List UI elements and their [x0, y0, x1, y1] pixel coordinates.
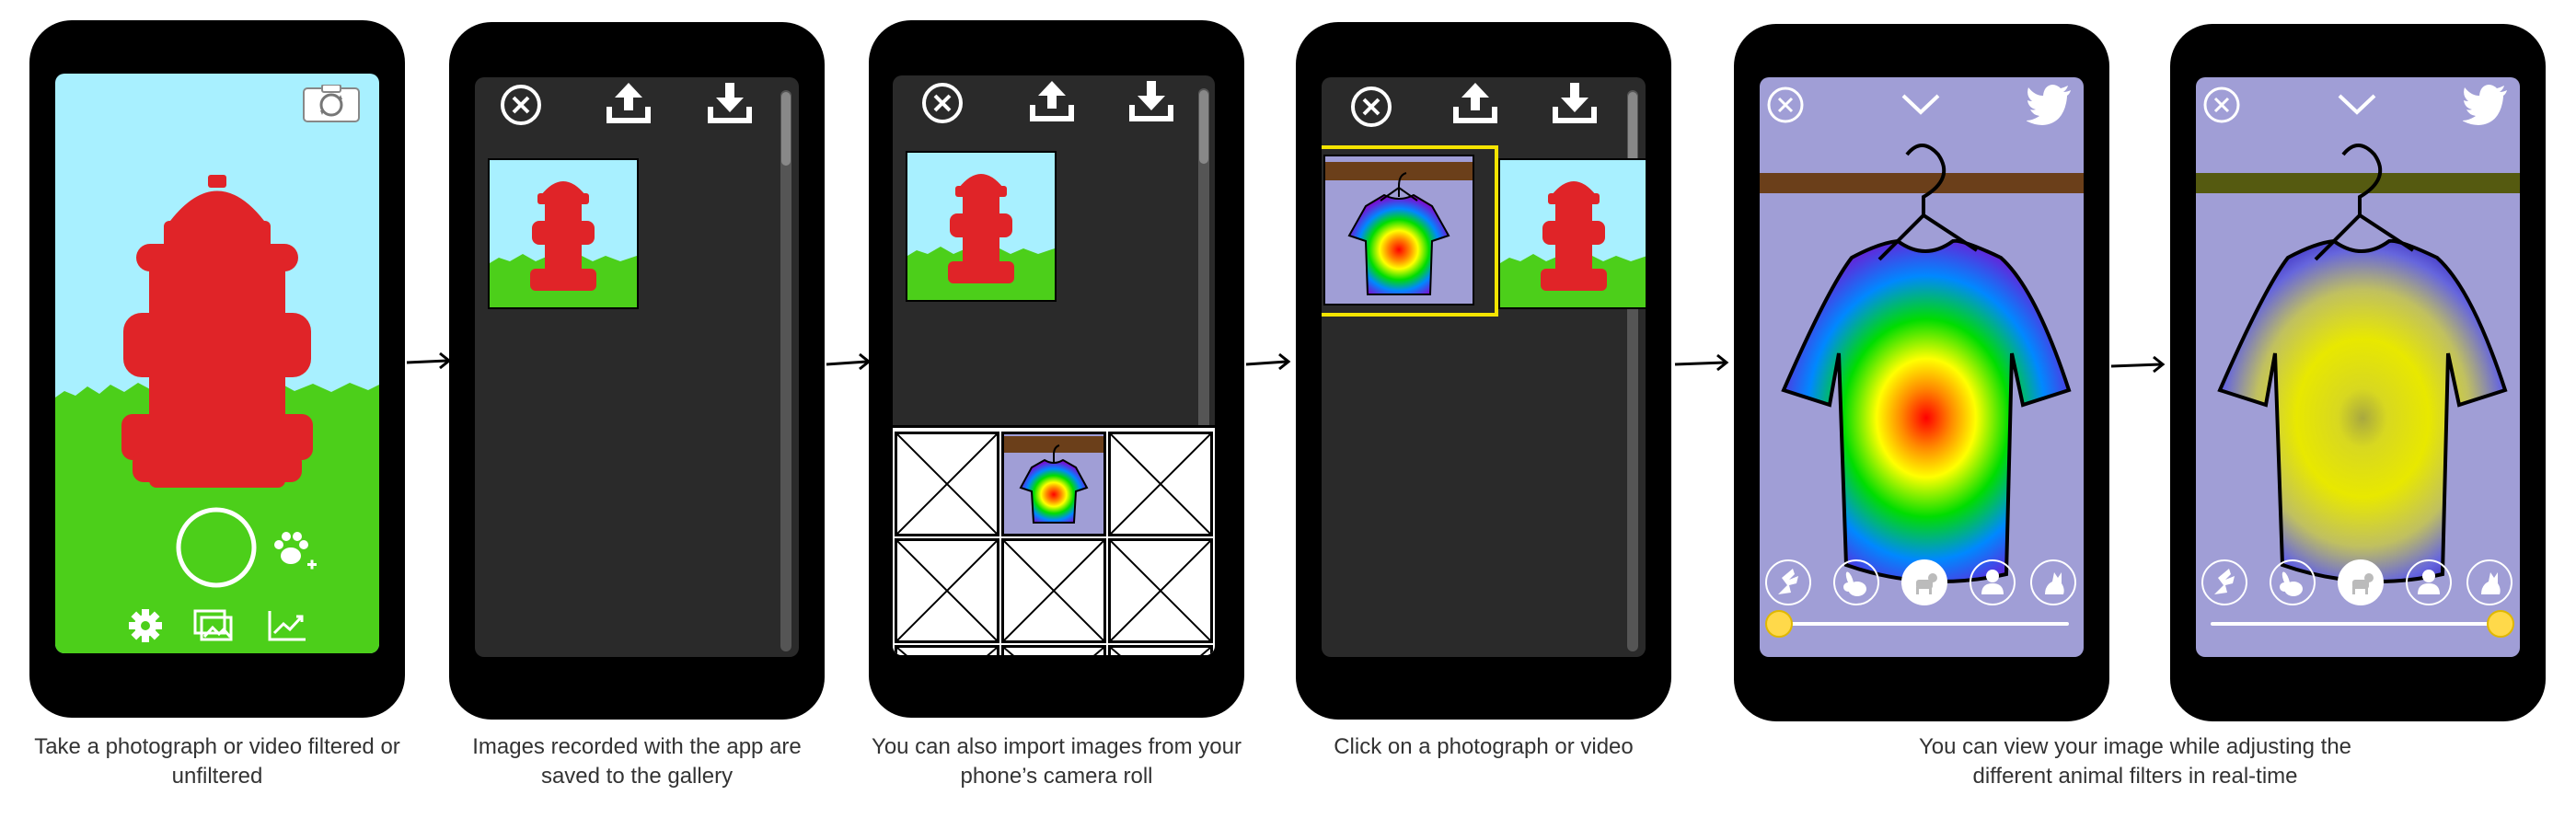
- filter-rabbit-icon[interactable]: [1833, 559, 1879, 605]
- select-screen: [1322, 77, 1646, 657]
- filter-view-screen: [1760, 77, 2084, 657]
- gallery-screen: [475, 77, 799, 657]
- caption-step1: Take a photograph or video filtered or u…: [34, 734, 400, 789]
- caption-step3: You can also import images from your pho…: [872, 734, 1242, 789]
- import-screen: [893, 75, 1215, 655]
- caption-step5: You can view your image while adjusting …: [1918, 734, 2352, 789]
- gallery-scrollbar-thumb[interactable]: [1628, 92, 1637, 166]
- phone-select: [1296, 22, 1671, 720]
- caption-step4: Click on a photograph or video: [1334, 734, 1634, 759]
- selection-highlight: [1322, 145, 1498, 317]
- upload-icon[interactable]: [604, 81, 653, 127]
- chevron-down-icon[interactable]: [2336, 90, 2378, 118]
- flow-arrow-2: [826, 352, 872, 371]
- gallery-thumbnail-tshirt[interactable]: [1323, 155, 1474, 305]
- filter-dog-icon[interactable]: [1901, 559, 1947, 605]
- download-icon[interactable]: [705, 81, 755, 127]
- twitter-icon[interactable]: [2026, 85, 2073, 125]
- filter-slider-track[interactable]: [2211, 622, 2505, 626]
- close-icon[interactable]: [499, 83, 543, 127]
- download-icon[interactable]: [1550, 81, 1600, 127]
- close-icon[interactable]: [2201, 85, 2242, 125]
- phone-filter-view-b: [2170, 24, 2546, 721]
- twitter-icon[interactable]: [2462, 85, 2509, 125]
- gallery-scrollbar-thumb[interactable]: [1199, 90, 1208, 164]
- filter-cat-icon[interactable]: [2466, 559, 2512, 605]
- filter-bird-icon[interactable]: [2201, 559, 2247, 605]
- tshirt-image-filtered: [2217, 144, 2508, 583]
- camera-roll-item[interactable]: [895, 538, 999, 643]
- camera-roll-item[interactable]: [1108, 538, 1213, 643]
- flow-arrow-1: [406, 351, 452, 370]
- gallery-scrollbar[interactable]: [1198, 88, 1209, 456]
- upload-icon[interactable]: [1450, 81, 1500, 127]
- camera-roll-item[interactable]: [895, 645, 999, 655]
- phone-import: [869, 20, 1244, 718]
- shutter-button[interactable]: [175, 506, 258, 589]
- download-icon[interactable]: [1126, 79, 1176, 125]
- gallery-scrollbar[interactable]: [780, 90, 791, 651]
- phone-camera: [29, 20, 405, 718]
- filter-cat-icon[interactable]: [2030, 559, 2076, 605]
- gear-icon[interactable]: [127, 607, 164, 644]
- close-icon[interactable]: [1349, 85, 1393, 129]
- camera-roll-item[interactable]: [1001, 538, 1106, 643]
- filter-rabbit-icon[interactable]: [2270, 559, 2316, 605]
- filter-view-screen: [2196, 77, 2520, 657]
- filter-person-icon[interactable]: [2406, 559, 2452, 605]
- hanger-rod: [1760, 173, 2084, 193]
- filter-slider-knob[interactable]: [1765, 610, 1793, 638]
- close-icon[interactable]: [1765, 85, 1806, 125]
- flow-arrow-3: [1245, 352, 1291, 371]
- upload-icon[interactable]: [1027, 79, 1077, 125]
- filter-slider-knob[interactable]: [2487, 610, 2514, 638]
- filter-slider-track[interactable]: [1774, 622, 2069, 626]
- camera-viewfinder[interactable]: [55, 74, 379, 653]
- hanger-rod: [2196, 173, 2520, 193]
- gallery-thumbnail-hydrant[interactable]: [1498, 158, 1646, 309]
- stats-icon[interactable]: [267, 609, 307, 642]
- filter-dog-icon[interactable]: [2338, 559, 2384, 605]
- close-icon[interactable]: [920, 81, 965, 125]
- gallery-scrollbar-thumb[interactable]: [781, 92, 791, 166]
- fire-hydrant-image: [121, 175, 313, 488]
- camera-roll-item[interactable]: [895, 432, 999, 536]
- phone-gallery: [449, 22, 825, 720]
- filter-bird-icon[interactable]: [1765, 559, 1811, 605]
- gallery-thumbnail-hydrant[interactable]: [488, 158, 639, 309]
- camera-roll-item[interactable]: [1108, 432, 1213, 536]
- flow-arrow-4: [1674, 353, 1729, 372]
- phone-filter-view-a: [1734, 24, 2109, 721]
- filter-person-icon[interactable]: [1970, 559, 2016, 605]
- paw-plus-icon[interactable]: [271, 528, 318, 576]
- camera-roll-item-tshirt[interactable]: [1001, 432, 1106, 536]
- caption-step2: Images recorded with the app are saved t…: [472, 734, 802, 789]
- gallery-icon[interactable]: [193, 609, 234, 642]
- chevron-down-icon[interactable]: [1900, 90, 1942, 118]
- tshirt-image: [1781, 144, 2072, 583]
- camera-roll-item[interactable]: [1001, 645, 1106, 655]
- flow-arrow-5: [2110, 355, 2166, 374]
- camera-roll-panel: [893, 425, 1215, 655]
- camera-flip-icon[interactable]: [302, 84, 361, 125]
- camera-roll-item[interactable]: [1108, 645, 1213, 655]
- gallery-thumbnail-hydrant[interactable]: [906, 151, 1057, 302]
